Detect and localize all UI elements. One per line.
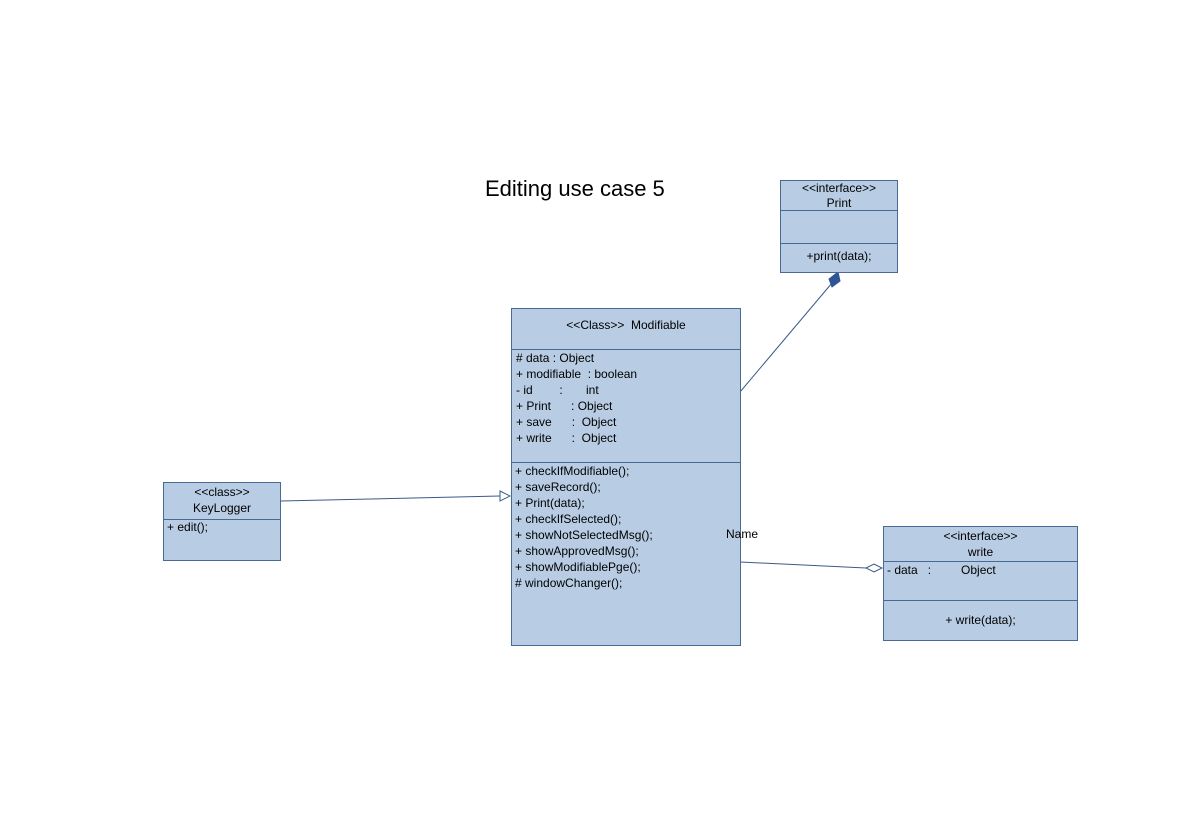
keylogger-name: KeyLogger xyxy=(192,501,252,515)
attribute-line: # data : Object xyxy=(516,351,595,365)
operation-line: # windowChanger(); xyxy=(515,576,623,590)
operation-line: + saveRecord(); xyxy=(515,480,601,494)
association-name-label: Name xyxy=(726,527,759,541)
generalization-line xyxy=(280,495,501,502)
attribute-line: + write : Object xyxy=(516,431,617,445)
attribute-line: + save : Object xyxy=(516,415,617,429)
keylogger-stereotype: <<class>> xyxy=(194,485,250,499)
operation-line: + checkIfModifiable(); xyxy=(515,464,630,478)
keylogger-class-box[interactable]: <<class>> KeyLogger + edit(); xyxy=(163,482,281,561)
attribute-line: - id : int xyxy=(516,383,599,397)
write-interface-box[interactable]: <<interface>> write - data : Object + wr… xyxy=(883,526,1078,641)
print-name: Print xyxy=(826,196,852,210)
attribute-line: + Print : Object xyxy=(516,399,613,413)
print-stereotype: <<interface>> xyxy=(801,181,877,195)
print-attributes-section xyxy=(781,211,897,244)
aggregation-line xyxy=(739,561,867,569)
write-operation: + write(data); xyxy=(945,613,1016,627)
operation-line: + showApprovedMsg(); xyxy=(515,544,639,558)
attribute-line: + modifiable : boolean xyxy=(516,367,638,381)
operation-line: + Print(data); xyxy=(515,496,585,510)
operation-line: + showNotSelectedMsg(); xyxy=(515,528,653,542)
write-stereotype: <<interface>> xyxy=(943,529,1018,543)
generalization-arrowhead xyxy=(499,490,512,502)
modifiable-class-box[interactable]: <<Class>> Modifiable # data : Object + m… xyxy=(511,308,741,646)
print-interface-box[interactable]: <<interface>> Print +print(data); xyxy=(780,180,898,273)
diagram-title: Editing use case 5 xyxy=(485,176,665,201)
write-attribute: - data : Object xyxy=(887,563,996,577)
composition-diamond xyxy=(828,271,841,288)
composition-line xyxy=(739,282,833,393)
operation-line: + showModifiablePge(); xyxy=(515,560,641,574)
operation-line: + checkIfSelected(); xyxy=(515,512,622,526)
modifiable-header: <<Class>> Modifiable xyxy=(566,318,686,332)
print-operation: +print(data); xyxy=(806,249,872,263)
keylogger-operation: + edit(); xyxy=(167,520,209,534)
write-name: write xyxy=(967,545,994,559)
aggregation-diamond xyxy=(864,563,884,573)
